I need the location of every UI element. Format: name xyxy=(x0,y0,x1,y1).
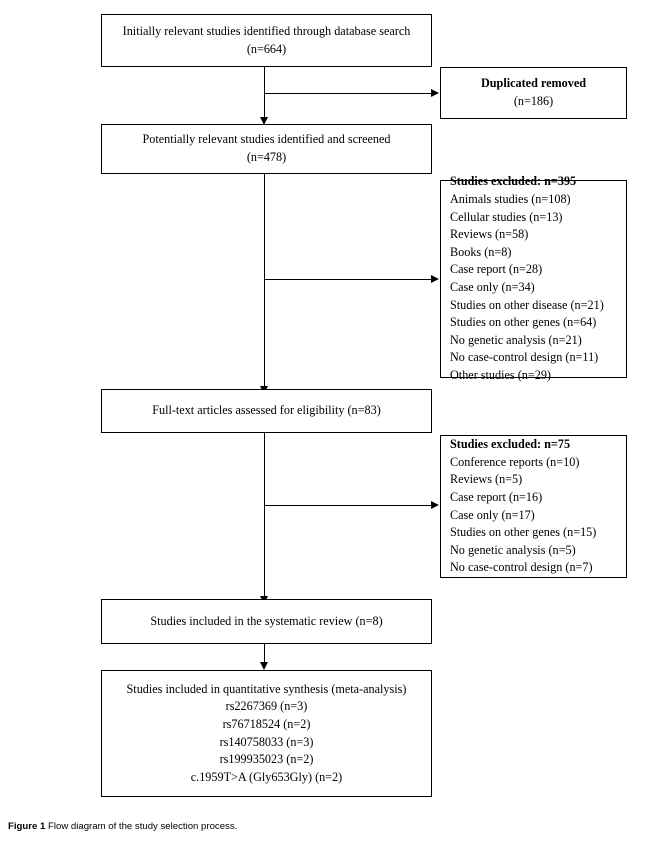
excluded-eligibility-title: Studies excluded: n=75 xyxy=(450,437,571,452)
box-eligibility: Full-text articles assessed for eligibil… xyxy=(101,389,432,433)
box-excluded-eligibility: Studies excluded: n=75 Conference report… xyxy=(440,435,627,578)
connector-eligibility-to-included-systematic xyxy=(264,433,265,596)
box-included-systematic: Studies included in the systematic revie… xyxy=(101,599,432,644)
arrowhead-to-excluded-screening xyxy=(431,275,439,283)
excluded-eligibility-list: Studies excluded: n=75 Conference report… xyxy=(450,436,596,577)
connector-identification-to-screening xyxy=(264,67,265,117)
figure-caption: Figure 1 Flow diagram of the study selec… xyxy=(8,820,237,833)
box-included-quantitative: Studies included in quantitative synthes… xyxy=(101,670,432,797)
arrowhead-to-duplicates-removed xyxy=(431,89,439,97)
box-duplicates-removed-title: Duplicated removed xyxy=(480,76,587,91)
connector-screening-to-eligibility xyxy=(264,174,265,386)
excluded-screening-item: Cellular studies (n=13) xyxy=(450,209,563,224)
excluded-screening-item: Other studies (n=29) xyxy=(450,367,551,382)
excluded-eligibility-item: No case-control design (n=7) xyxy=(450,560,593,575)
box-identification-line1: Initially relevant studies identified th… xyxy=(122,23,411,38)
excluded-screening-item: Animals studies (n=108) xyxy=(450,192,571,207)
excluded-screening-item: Case only (n=34) xyxy=(450,280,535,294)
box-included-quantitative-item: rs199935023 (n=2) xyxy=(219,752,314,767)
box-identification: Initially relevant studies identified th… xyxy=(101,14,432,67)
excluded-screening-item: No case-control design (n=11) xyxy=(450,350,599,365)
excluded-eligibility-item: Conference reports (n=10) xyxy=(450,454,580,469)
excluded-screening-list: Studies excluded: n=395 Animals studies … xyxy=(450,173,604,384)
box-screening-line2: (n=478) xyxy=(246,150,287,164)
box-included-systematic-line1: Studies included in the systematic revie… xyxy=(150,613,383,628)
box-eligibility-line1: Full-text articles assessed for eligibil… xyxy=(152,403,381,418)
excluded-screening-item: Studies on other genes (n=64) xyxy=(450,315,597,330)
excluded-eligibility-item: Case only (n=17) xyxy=(450,507,535,522)
excluded-eligibility-item: No genetic analysis (n=5) xyxy=(450,542,576,557)
connector-to-duplicates-removed xyxy=(264,93,431,94)
box-included-quantitative-item: rs140758033 (n=3) xyxy=(219,734,314,749)
excluded-screening-item: Studies on other disease (n=21) xyxy=(450,297,604,312)
excluded-screening-title: Studies excluded: n=395 xyxy=(450,174,577,189)
connector-to-excluded-eligibility xyxy=(264,505,431,506)
excluded-screening-item: Reviews (n=58) xyxy=(450,227,529,242)
connector-to-excluded-screening xyxy=(264,279,431,280)
excluded-screening-item: Books (n=8) xyxy=(450,244,512,259)
box-duplicates-removed: Duplicated removed (n=186) xyxy=(440,67,627,119)
connector-included-systematic-to-quantitative xyxy=(264,644,265,662)
box-screening-line1: Potentially relevant studies identified … xyxy=(142,132,391,147)
excluded-screening-item: No genetic analysis (n=21) xyxy=(450,332,582,347)
figure-caption-text: Flow diagram of the study selection proc… xyxy=(48,821,238,832)
box-included-quantitative-item: rs76718524 (n=2) xyxy=(222,716,311,731)
arrowhead-to-excluded-eligibility xyxy=(431,501,439,509)
arrowhead-identification-to-screening xyxy=(260,117,268,125)
excluded-eligibility-item: Studies on other genes (n=15) xyxy=(450,525,597,540)
box-included-quantitative-item: rs2267369 (n=3) xyxy=(225,699,308,714)
box-duplicates-removed-count: (n=186) xyxy=(513,94,554,108)
excluded-eligibility-item: Reviews (n=5) xyxy=(450,472,523,487)
box-included-quantitative-line1: Studies included in quantitative synthes… xyxy=(126,681,407,696)
box-screening: Potentially relevant studies identified … xyxy=(101,124,432,174)
arrowhead-included-systematic-to-quantitative xyxy=(260,662,268,670)
excluded-screening-item: Case report (n=28) xyxy=(450,262,543,277)
box-excluded-screening: Studies excluded: n=395 Animals studies … xyxy=(440,174,627,382)
figure-caption-label: Figure 1 xyxy=(8,821,46,832)
box-included-quantitative-item: c.1959T>A (Gly653Gly) (n=2) xyxy=(190,769,343,784)
excluded-eligibility-item: Case report (n=16) xyxy=(450,489,543,504)
box-identification-line2: (n=664) xyxy=(246,41,287,56)
